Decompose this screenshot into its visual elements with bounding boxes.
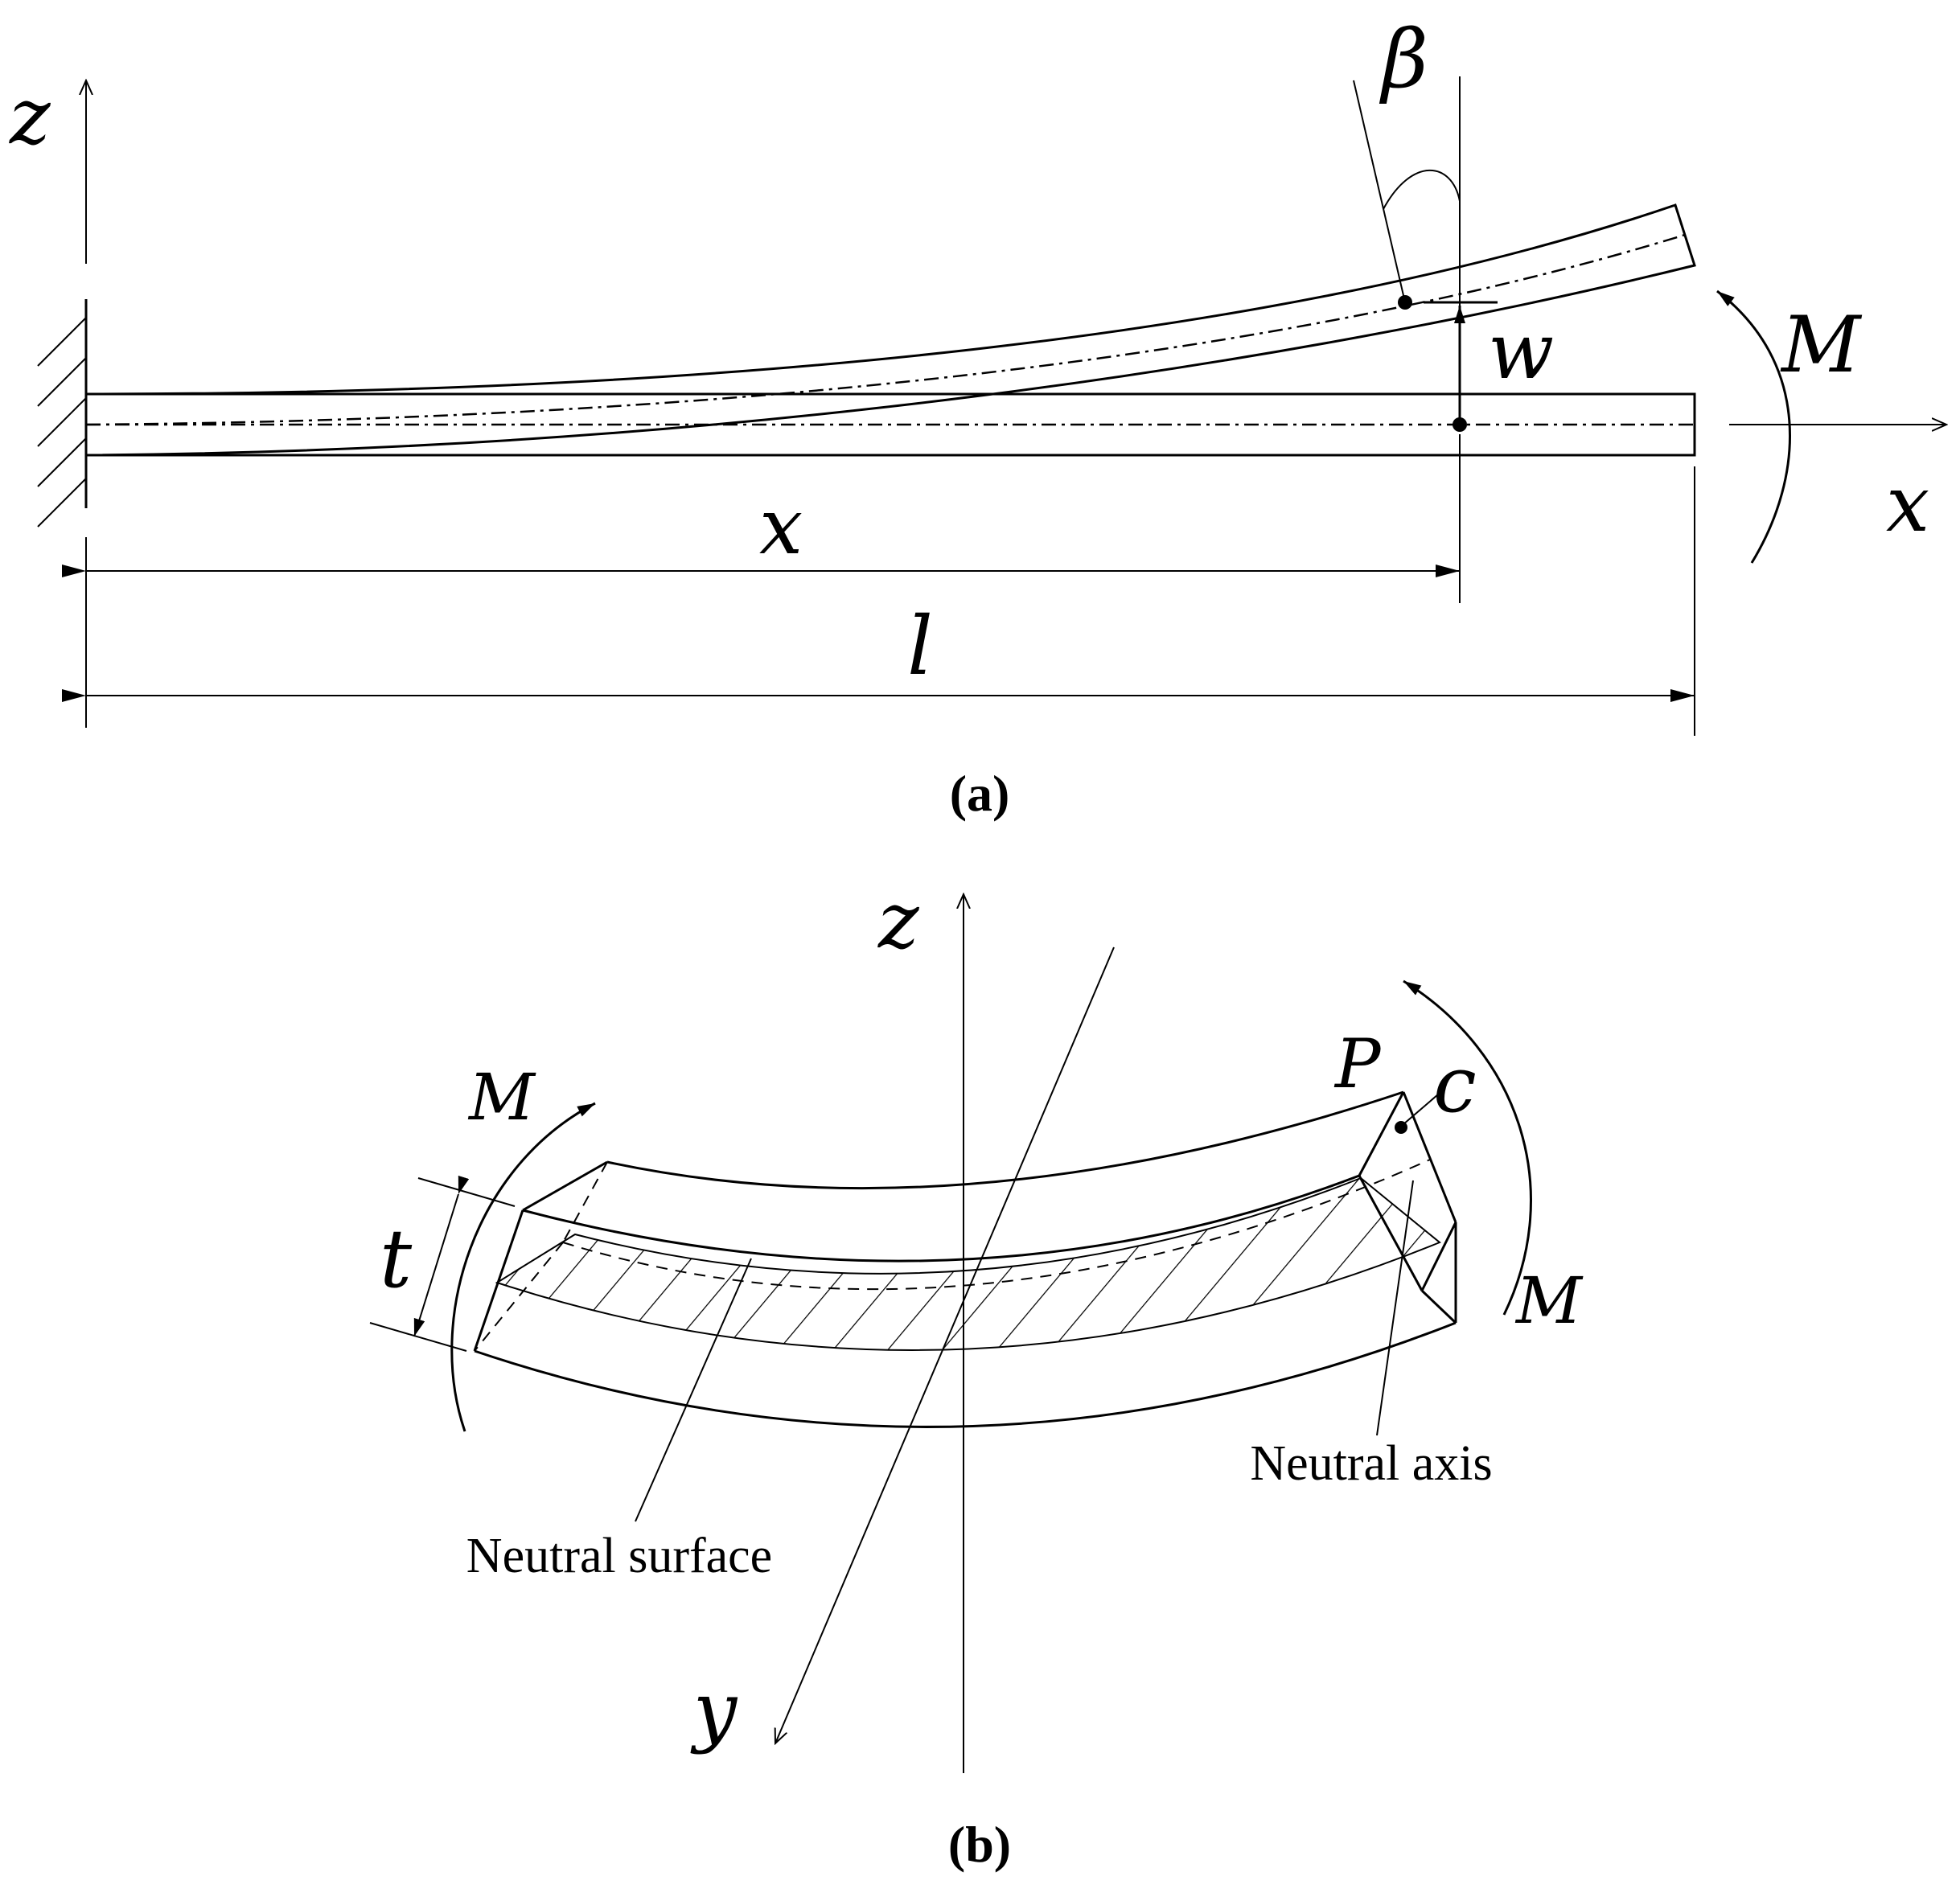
x-dimension-label: x — [759, 482, 803, 572]
z-axis-label-a: z — [9, 72, 51, 162]
w-label: w — [1488, 306, 1554, 396]
neutral-axis-label: Neutral axis — [1250, 1436, 1492, 1491]
moment-arrow-left — [450, 1102, 596, 1432]
caption-b: (b) — [948, 1816, 1011, 1873]
bent-beam-box — [473, 1090, 1457, 1428]
t-label: t — [380, 1212, 413, 1306]
moment-label-left: M — [467, 1060, 536, 1135]
y-axis-b — [775, 946, 1115, 1743]
panel-a: z x β w M x l (a) — [9, 12, 1946, 822]
hidden-edges — [474, 1161, 608, 1352]
neutral-surface-leader — [635, 1258, 752, 1522]
moment-label-right: M — [1514, 1263, 1584, 1338]
caption-a: (a) — [950, 765, 1010, 822]
neutral-surface-label: Neutral surface — [466, 1529, 772, 1583]
panel-b: z y t M — [369, 876, 1584, 1873]
z-axis-label-b: z — [877, 876, 920, 966]
l-dimension-label: l — [907, 599, 933, 693]
neutral-axis-dashed — [562, 1159, 1431, 1291]
c-label: c — [1433, 1040, 1477, 1130]
thickness-dimension — [413, 1175, 470, 1337]
wall-hatching — [37, 317, 87, 528]
undeformed-point — [1453, 417, 1467, 432]
P-label: P — [1333, 1024, 1382, 1103]
neutral-surface — [495, 1176, 1441, 1351]
moment-label-a: M — [1780, 300, 1863, 390]
y-axis-label-b: y — [690, 1665, 738, 1755]
deformed-beam — [85, 203, 1696, 457]
moment-arrow-a — [1716, 289, 1791, 564]
c-leader — [1403, 1089, 1444, 1125]
moment-arrow-right — [1403, 979, 1532, 1316]
beta-label: β — [1379, 12, 1428, 106]
beta-arc — [1383, 169, 1461, 210]
deformed-centerline — [85, 233, 1686, 426]
neutral-axis-leader — [1376, 1180, 1414, 1436]
x-axis-label-a: x — [1886, 459, 1929, 549]
beta-reference-line — [1353, 80, 1406, 303]
